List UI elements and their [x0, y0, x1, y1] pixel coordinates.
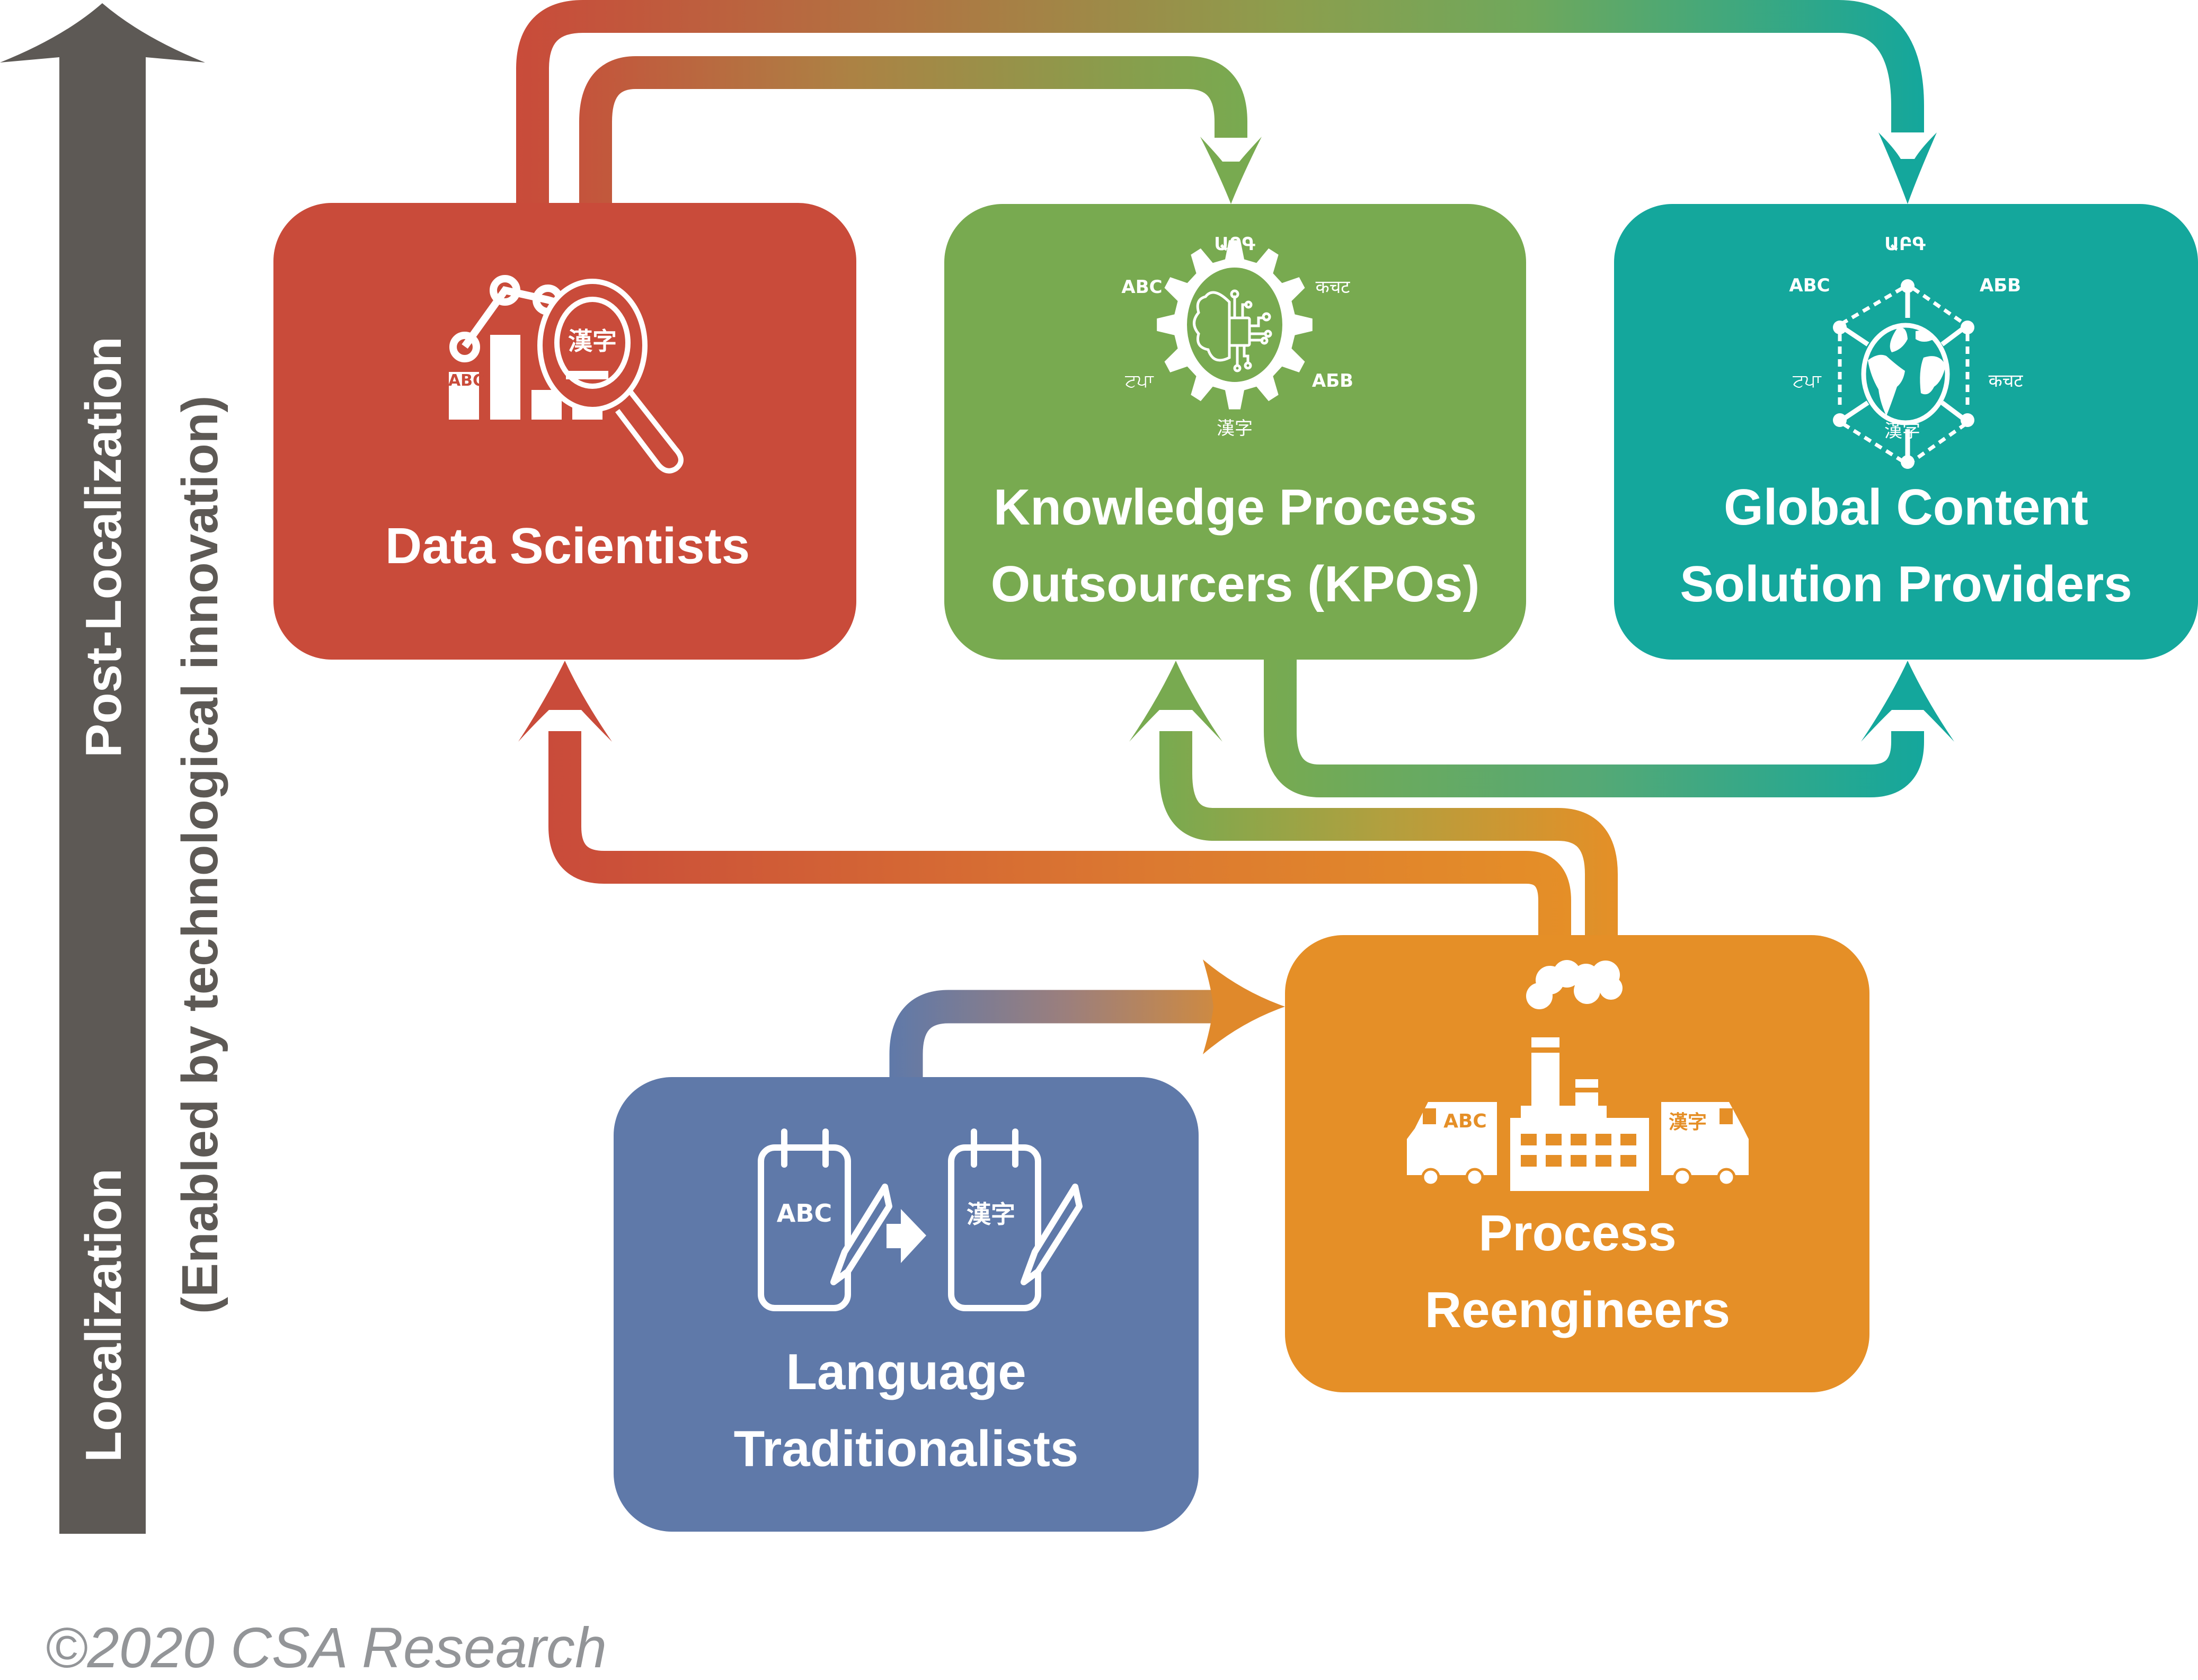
notepad-latin-text: ABC	[777, 1199, 832, 1228]
icon-cjk-text: 漢字	[568, 327, 617, 355]
copyright-notice: ©2020 CSA Research	[45, 1615, 607, 1679]
box-process-reengineers[interactable]: ABC 漢字 Process Reengineers	[1285, 935, 1869, 1392]
flow-process-to-data-scientists	[548, 731, 1571, 940]
box-global-content[interactable]: ԱԲԳ ABC АБВ ਟਪਾ कचट 漢字 Global Content So…	[1614, 204, 2198, 660]
notepad-cjk-text: 漢字	[967, 1200, 1015, 1229]
script-devanagari: कचट	[1316, 277, 1351, 298]
box-background	[273, 203, 856, 660]
arrowhead-up-icon	[1129, 661, 1222, 742]
flow-language-to-process	[889, 990, 1219, 1078]
box-title-line: Process	[1478, 1205, 1677, 1261]
arrowhead-up-icon	[1861, 661, 1954, 742]
box-title-line: Traditionalists	[734, 1420, 1079, 1477]
flow-data-scientists-to-global	[516, 0, 1924, 207]
script-armenian: ԱԲԳ	[1214, 234, 1255, 255]
truck-cjk-text: 漢字	[1669, 1112, 1707, 1133]
script-devanagari: कचट	[1989, 370, 2024, 392]
chart-magnifier-icon: 漢字 ABC	[448, 275, 684, 474]
arrowhead-right-icon	[1203, 959, 1285, 1054]
box-title-line: Knowledge Process	[994, 479, 1477, 536]
box-kpo[interactable]: ԱԲԳ ABC कचट ਟਪਾ АБВ 漢字 Knowledge Process…	[944, 204, 1526, 660]
box-data-scientists[interactable]: 漢字 ABC Data Scientists	[273, 203, 856, 660]
axis-top-label: Post-Localization	[75, 336, 132, 758]
flow-data-scientists-to-kpo	[579, 56, 1247, 207]
box-background	[944, 204, 1526, 660]
axis-bottom-label: Localization	[75, 1168, 132, 1462]
script-gurmukhi: ਟਪਾ	[1792, 370, 1822, 392]
gear-brain-icon: ԱԲԳ ABC कचट ਟਪਾ АБВ 漢字	[1121, 234, 1353, 439]
script-latin: ABC	[1121, 277, 1162, 298]
script-gurmukhi: ਟਪਾ	[1124, 370, 1154, 392]
box-title-line: Solution Providers	[1680, 556, 2132, 612]
box-title-line: Data Scientists	[385, 518, 750, 574]
truck-latin-text: ABC	[1443, 1110, 1487, 1132]
arrowhead-up-icon	[518, 661, 612, 742]
connectors	[516, 0, 1954, 1078]
box-title-line: Global Content	[1724, 479, 2088, 536]
script-cyrillic: АБВ	[1980, 275, 2021, 296]
factory-trucks-icon: ABC 漢字	[1407, 960, 1749, 1191]
box-title-line: Language	[786, 1344, 1026, 1400]
box-title-line: Reengineers	[1425, 1282, 1730, 1338]
axis-sub-label: (Enabled by technological innovation)	[172, 396, 228, 1314]
box-title-line: Outsourcers (KPOs)	[991, 556, 1480, 612]
arrowhead-down-icon	[1200, 137, 1262, 204]
globe-network-icon: ԱԲԳ ABC АБВ ਟਪਾ कचट 漢字	[1789, 234, 2023, 469]
script-cjk: 漢字	[1884, 421, 1920, 442]
script-armenian: ԱԲԳ	[1884, 234, 1925, 255]
localization-axis-arrow: Localization Post-Localization (Enabled …	[0, 3, 228, 1534]
flow-kpo-to-global	[1264, 660, 1924, 797]
flow-process-to-kpo	[1159, 731, 1618, 940]
script-cjk: 漢字	[1217, 418, 1253, 439]
up-arrow-icon	[0, 3, 205, 1534]
icon-latin-text: ABC	[448, 371, 484, 390]
box-language-traditionalists[interactable]: ABC 漢字 Language Traditionalists	[614, 1077, 1199, 1532]
arrowhead-down-icon	[1878, 132, 1937, 204]
script-cyrillic: АБВ	[1312, 370, 1353, 392]
script-latin: ABC	[1789, 275, 1830, 296]
notepad-translate-icon: ABC 漢字	[758, 1128, 1083, 1311]
